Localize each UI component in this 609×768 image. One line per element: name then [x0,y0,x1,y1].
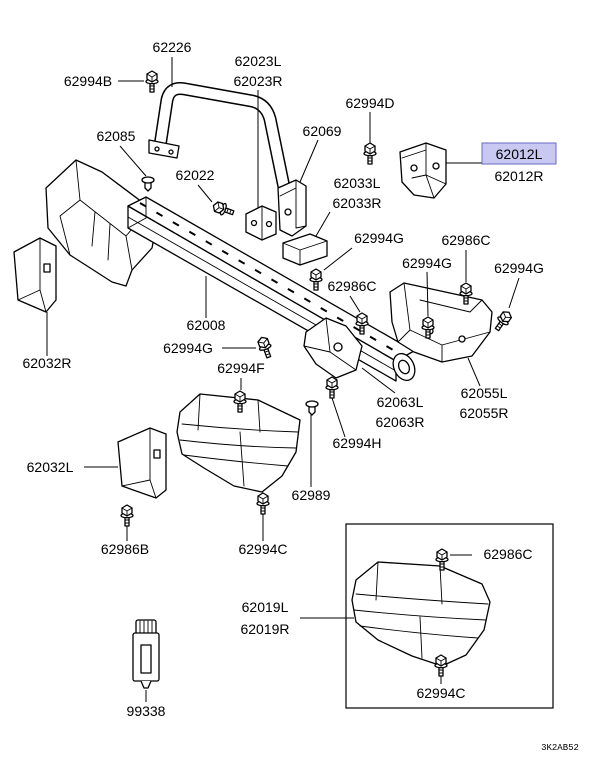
callout-62033l[interactable]: 62033L [334,175,381,191]
clip-icon [141,176,155,192]
bolt-icon [325,376,339,399]
callout-99338[interactable]: 99338 [127,703,166,719]
bolt-icon [120,504,134,527]
inset-box [345,523,554,709]
callout-62989[interactable]: 62989 [292,487,331,503]
lower-center-bracket [303,317,363,379]
guard-strut-bracket [277,179,307,237]
callout-62019r[interactable]: 62019R [240,621,289,637]
bumper-end-cap-inset [351,561,491,667]
bolt-icon [491,308,515,334]
callout-62069[interactable]: 62069 [303,123,342,139]
callout-62055l[interactable]: 62055L [461,385,508,401]
bolt-icon [434,654,448,677]
bolt-icon [256,492,270,515]
callout-labels: 62226 62994B 62023L 62023R 62994D 62069 … [22,39,543,719]
leader-lines [46,57,520,702]
callout-62063r[interactable]: 62063R [375,414,424,430]
callout-62055r[interactable]: 62055R [459,405,508,421]
callout-highlight-box [481,142,557,165]
callout-62032r[interactable]: 62032R [22,355,71,371]
bolt-icon [210,199,236,220]
callout-62994g-2[interactable]: 62994G [402,255,452,271]
bolt-icon [363,142,377,165]
callout-62012l[interactable]: 62012L [496,146,543,162]
callout-62994g-1[interactable]: 62994G [354,230,404,246]
callout-62994c-1[interactable]: 62994C [238,541,287,557]
callout-62085[interactable]: 62085 [97,128,136,144]
sealant-tube [132,619,160,689]
callout-62226[interactable]: 62226 [153,39,192,55]
callout-62019l[interactable]: 62019L [242,599,289,615]
grille-guard-tube [148,82,292,194]
callout-62986c-1[interactable]: 62986C [441,232,490,248]
callout-62033r[interactable]: 62033R [332,195,381,211]
callout-62022[interactable]: 62022 [176,167,215,183]
left-bumper-end-piece [45,159,158,287]
callout-62032l[interactable]: 62032L [27,459,74,475]
callout-62994f[interactable]: 62994F [217,360,264,376]
callout-62986c-2[interactable]: 62986C [327,278,376,294]
callout-62023r[interactable]: 62023R [233,73,282,89]
bolt-icon [255,334,276,360]
callout-62008[interactable]: 62008 [187,317,226,333]
side-panel-left [117,427,167,499]
guard-mount-bracket [245,205,277,241]
bumper-end-cap-lower [176,393,301,493]
drawing-code: 3K2AB52 [541,743,579,753]
upper-side-bracket [399,142,447,199]
bolt-icon [145,70,159,93]
bolt-icon [309,268,323,291]
stay-block [282,233,328,266]
callout-62986c-3[interactable]: 62986C [483,546,532,562]
callout-62994h[interactable]: 62994H [332,435,381,451]
callout-62994d[interactable]: 62994D [345,95,394,111]
callout-62023l[interactable]: 62023L [235,53,282,69]
callout-62994b[interactable]: 62994B [64,73,112,89]
callout-62994g-3[interactable]: 62994G [494,260,544,276]
callout-62012r[interactable]: 62012R [494,168,543,184]
callout-62063l[interactable]: 62063L [377,394,424,410]
callout-62994g-4[interactable]: 62994G [163,340,213,356]
callout-62994c-2[interactable]: 62994C [416,685,465,701]
side-panel-right [13,237,57,313]
callout-62986b[interactable]: 62986B [101,541,149,557]
clip-icon [305,400,319,416]
